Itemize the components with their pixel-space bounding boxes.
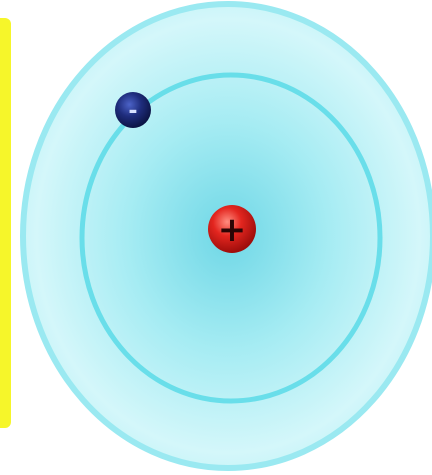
electron: - bbox=[115, 92, 151, 128]
electron-charge-symbol: - bbox=[128, 99, 137, 124]
nucleus: + bbox=[208, 205, 256, 253]
nucleus-charge-symbol: + bbox=[218, 210, 247, 250]
